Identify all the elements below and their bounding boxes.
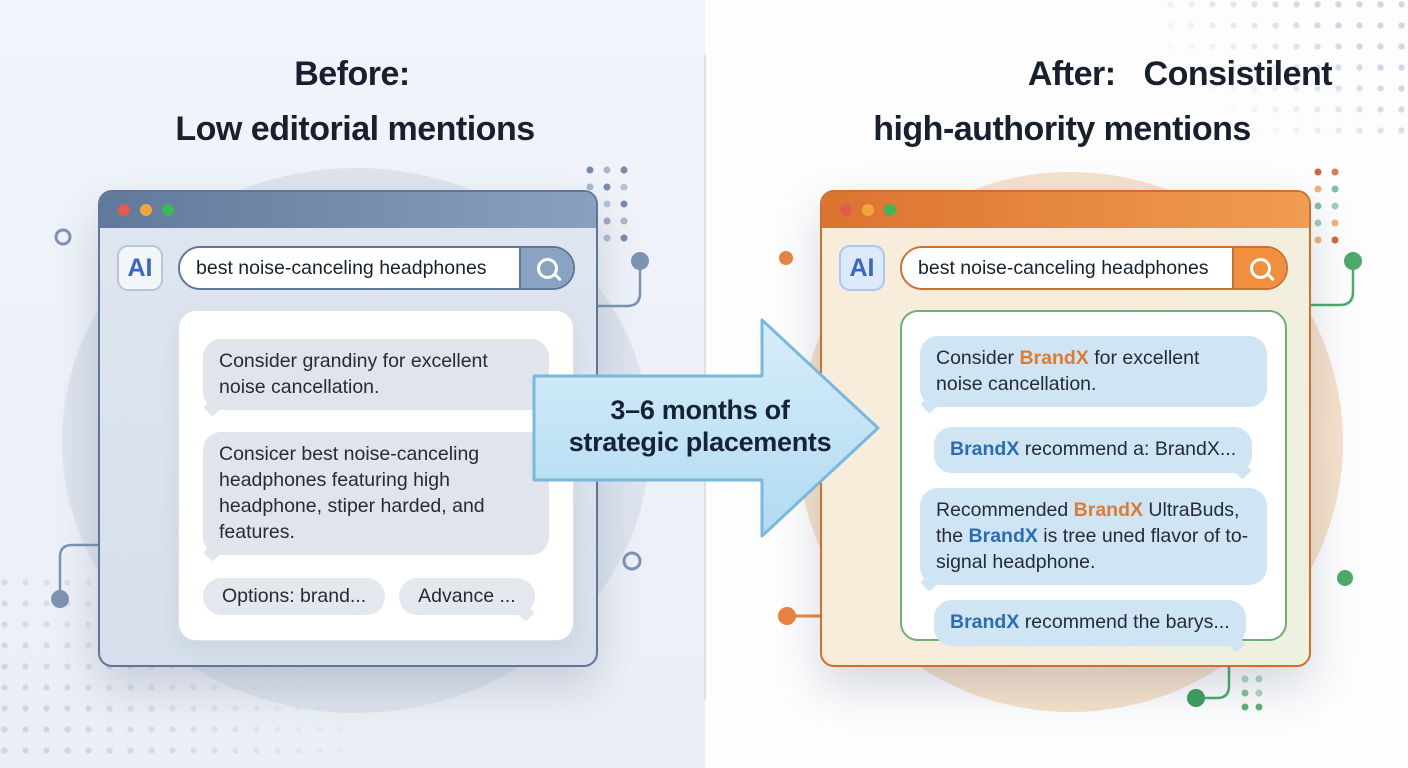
brand-mention: BrandX — [950, 438, 1020, 461]
arrow-caption-line2: strategic placements — [568, 427, 832, 458]
magnifier-icon — [1249, 257, 1271, 279]
bubble-text: is tree uned flavor of to-signal headpho… — [936, 524, 1249, 573]
bubble-text: for excellent noise cancellation. — [936, 347, 1200, 395]
arrow-caption-line1: 3–6 months of — [610, 395, 790, 425]
transition-arrow — [532, 318, 880, 538]
before-toolbar: AI — [117, 245, 575, 291]
suggestion-chip[interactable]: Advance ... — [399, 578, 535, 616]
before-search-bar — [178, 246, 575, 290]
before-browser-window: AI Consider grandiny for excellent noise… — [98, 190, 598, 667]
halftone-dots-top-right — [1160, 0, 1408, 144]
after-search-button[interactable] — [1232, 248, 1286, 288]
brand-mention: BrandX — [950, 611, 1020, 634]
arrow-caption: 3–6 months of strategic placements — [550, 394, 850, 459]
after-browser-window: AI Consider BrandX for excellent noise c… — [820, 190, 1311, 667]
after-results-card: Consider BrandX for excellent noise canc… — [900, 310, 1287, 647]
after-search-bar — [900, 246, 1288, 290]
before-search-button[interactable] — [519, 248, 573, 288]
before-titlebar — [100, 192, 596, 228]
chat-bubble: BrandX recommend the barys... — [934, 600, 1246, 647]
traffic-light-green-icon — [162, 204, 174, 216]
traffic-light-red-icon — [118, 204, 130, 216]
ai-logo-badge: AI — [839, 245, 885, 291]
after-title-line1: After: Consistilent — [1027, 55, 1333, 94]
ai-logo-badge: AI — [117, 245, 163, 291]
suggestion-chips: Options: brand... Advance ... — [203, 578, 549, 616]
after-titlebar — [822, 192, 1309, 228]
bubble-text: Consider — [936, 347, 1020, 369]
arrow-shape — [532, 318, 880, 538]
after-title-word1: After: — [1027, 55, 1116, 93]
after-search-input[interactable] — [902, 248, 1232, 288]
bubble-text: recommend a: BrandX... — [1019, 438, 1237, 461]
magnifier-icon — [536, 257, 558, 279]
bubble-text: recommend the barys... — [1019, 611, 1230, 634]
chat-bubble: BrandX recommend a: BrandX... — [934, 427, 1253, 474]
after-title-line2: high-authority mentions — [873, 110, 1251, 148]
before-title-line2: Low editorial mentions — [175, 110, 535, 148]
before-search-input[interactable] — [180, 248, 519, 288]
after-title-word2: Consistilent — [1143, 55, 1333, 93]
bubble-text: UltraBuds, the — [936, 499, 1240, 547]
brand-mention: BrandX — [968, 524, 1038, 547]
traffic-light-yellow-icon — [862, 204, 874, 216]
brand-mention: BrandX — [1019, 347, 1089, 369]
chat-bubble: Consider grandiny for excellent noise ca… — [203, 339, 549, 411]
before-results-card: Consider grandiny for excellent noise ca… — [178, 310, 574, 641]
before-title-line1: Before: — [294, 55, 410, 93]
traffic-light-green-icon — [884, 204, 896, 216]
chat-bubble: Consider BrandX for excellent noise canc… — [920, 336, 1267, 408]
chat-bubble: Consicer best noise-canceling headphones… — [203, 432, 549, 556]
chat-bubble: Recommended BrandX UltraBuds, the BrandX… — [920, 488, 1267, 586]
brand-mention: BrandX — [1073, 499, 1144, 522]
traffic-light-yellow-icon — [140, 204, 152, 216]
after-toolbar: AI — [839, 245, 1288, 291]
traffic-light-red-icon — [840, 204, 852, 216]
bubble-text: Recommended — [936, 499, 1074, 522]
suggestion-chip[interactable]: Options: brand... — [203, 578, 386, 616]
